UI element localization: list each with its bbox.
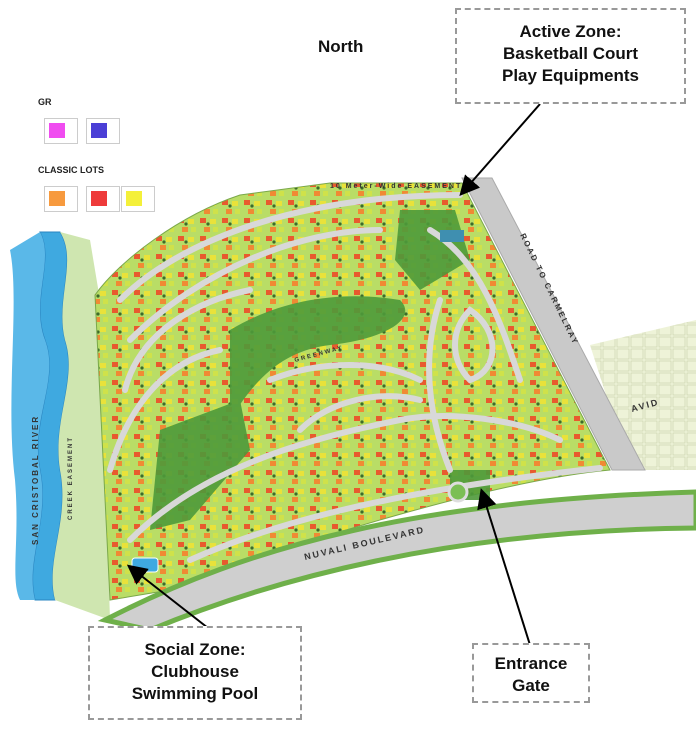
callout-line: Clubhouse (151, 662, 239, 681)
clubhouse-pool (131, 557, 159, 573)
legend-classic-lot-1 (44, 186, 78, 212)
callout-line: Basketball Court (502, 44, 639, 63)
nuvali-boulevard (97, 489, 696, 633)
social-zone-arrow (126, 564, 209, 629)
callout-line: Entrance (494, 654, 568, 673)
internal-streets (107, 192, 603, 563)
callout-line: Active Zone: (519, 22, 622, 41)
legend-classic-lot-2 (86, 186, 120, 212)
lot-swatch (91, 123, 107, 138)
callout-line: Play Equipments (502, 66, 639, 85)
lot-swatch (126, 191, 142, 206)
river-bank (10, 232, 50, 600)
road-to-carmelray (461, 177, 646, 471)
legend-gr-title: GR (38, 97, 52, 107)
entrance-arrow (477, 488, 531, 646)
legend-gr-lot-1 (44, 118, 78, 144)
lot-swatch (49, 191, 65, 206)
entrance-gate-callout: Entrance Gate (472, 643, 590, 703)
lot-swatch (49, 123, 65, 138)
entrance-roundabout (447, 481, 469, 503)
parks (150, 210, 490, 530)
river-label: SAN CRISTOBAL RIVER (31, 415, 40, 545)
neighbor-development (590, 320, 696, 470)
creek-easement (52, 232, 110, 620)
lot-swatch (91, 191, 107, 206)
active-zone-arrow (459, 103, 541, 197)
easement-label: 10 Meter-Wide EASEMENT (330, 183, 462, 190)
callout-line: Swimming Pool (131, 684, 259, 703)
north-label: North (318, 37, 364, 56)
callout-line: Gate (512, 676, 550, 695)
basketball-court (440, 230, 464, 242)
social-zone-callout: Social Zone: Clubhouse Swimming Pool (88, 626, 302, 720)
legend-classic-title: CLASSIC LOTS (38, 165, 105, 175)
active-zone-callout: Active Zone: Basketball Court Play Equip… (455, 8, 686, 104)
creek-label: CREEK EASEMENT (68, 436, 74, 520)
legend-classic-lot-3 (121, 186, 155, 212)
legend-gr-lot-2 (86, 118, 120, 144)
callout-line: Social Zone: (144, 640, 246, 659)
